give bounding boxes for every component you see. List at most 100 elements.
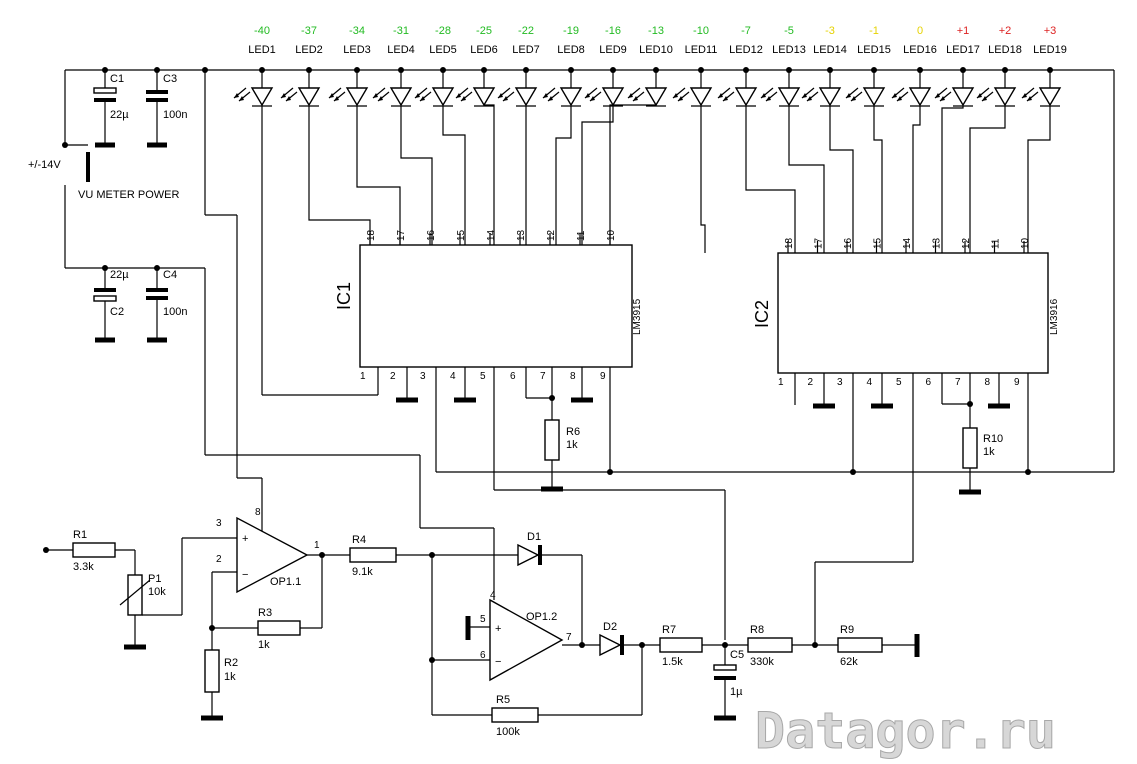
input-stage: R1 3.3k P1 10k + − 3 2 8 1 OP1.1 R3 1k R… bbox=[43, 507, 518, 721]
ic-pin-label: 7 bbox=[540, 371, 546, 382]
svg-text:C1: C1 bbox=[110, 73, 124, 85]
svg-text:7: 7 bbox=[566, 632, 572, 643]
led-name-label: LED9 bbox=[599, 44, 627, 56]
led-diode-icon bbox=[734, 87, 758, 107]
led-db-label: -13 bbox=[648, 25, 664, 37]
power-voltage-label: +/-14V bbox=[28, 159, 61, 171]
ic-pin-label: 15 bbox=[873, 237, 884, 249]
r6-name: R6 bbox=[566, 426, 580, 438]
ic-pin-label: 8 bbox=[570, 371, 576, 382]
resistor-r4 bbox=[349, 547, 397, 563]
led-name-label: LED12 bbox=[729, 44, 763, 56]
led-db-label: -5 bbox=[784, 25, 794, 37]
capacitor-c4: C4 100n bbox=[146, 265, 187, 343]
resistor-r7 bbox=[659, 637, 703, 653]
led-db-label: -25 bbox=[476, 25, 492, 37]
svg-text:−: − bbox=[242, 569, 248, 581]
led-name-label: LED6 bbox=[470, 44, 498, 56]
capacitor-c3: C3 100n bbox=[146, 67, 187, 148]
led-name-label: LED11 bbox=[685, 44, 718, 56]
svg-text:1k: 1k bbox=[258, 639, 270, 651]
led-diode-icon bbox=[514, 87, 538, 107]
ic-pin-label: 2 bbox=[808, 377, 814, 388]
led-db-label: -37 bbox=[301, 25, 317, 37]
led-name-label: LED14 bbox=[813, 44, 847, 56]
led-diode-icon bbox=[993, 87, 1017, 107]
led-diode-icon bbox=[297, 87, 321, 107]
svg-text:R4: R4 bbox=[352, 534, 366, 546]
ic-pin-label: 10 bbox=[606, 229, 617, 241]
svg-text:IC2: IC2 bbox=[752, 300, 772, 328]
opamp-op1-2 bbox=[489, 598, 564, 682]
led-db-label: -40 bbox=[254, 25, 270, 37]
led-name-label: LED10 bbox=[639, 44, 673, 56]
potentiometer-p1 bbox=[127, 574, 143, 616]
led-name-label: LED5 bbox=[429, 44, 457, 56]
svg-text:R8: R8 bbox=[750, 624, 764, 636]
led-diode-icon bbox=[908, 87, 932, 107]
ic-pin-label: 5 bbox=[896, 377, 902, 388]
svg-text:100k: 100k bbox=[496, 726, 520, 738]
ic-pin-label: 6 bbox=[926, 377, 932, 388]
svg-text:R9: R9 bbox=[840, 624, 854, 636]
resistor-r1 bbox=[72, 542, 116, 558]
led-name-label: LED15 bbox=[857, 44, 891, 56]
ic-pin-label: 14 bbox=[902, 237, 913, 249]
led-name-label: LED16 bbox=[903, 44, 937, 56]
ic-pin-label: 8 bbox=[985, 377, 991, 388]
capacitor-c2: 22µ C2 bbox=[93, 265, 129, 343]
ic-pin-label: 10 bbox=[1020, 237, 1031, 249]
svg-text:22µ: 22µ bbox=[110, 109, 129, 121]
svg-text:P1: P1 bbox=[148, 573, 161, 585]
led-diode-icon bbox=[862, 87, 886, 107]
led-db-label: 0 bbox=[917, 25, 923, 37]
svg-text:−: − bbox=[495, 656, 501, 668]
led-name-label: LED8 bbox=[557, 44, 585, 56]
led-diode-icon bbox=[389, 87, 413, 107]
svg-text:3: 3 bbox=[216, 518, 222, 529]
led-name-label: LED19 bbox=[1033, 44, 1067, 56]
led-diode-icon bbox=[601, 87, 625, 107]
svg-text:C5: C5 bbox=[730, 649, 744, 661]
svg-text:6: 6 bbox=[480, 650, 486, 661]
ic-pin-label: 11 bbox=[576, 230, 587, 241]
led-diode-icon bbox=[250, 87, 274, 107]
led-db-label: +3 bbox=[1044, 25, 1057, 37]
svg-text:62k: 62k bbox=[840, 656, 858, 668]
r10-name: R10 bbox=[983, 433, 1003, 445]
svg-text:R5: R5 bbox=[496, 694, 510, 706]
led-db-label: -10 bbox=[693, 25, 709, 37]
svg-text:IC1: IC1 bbox=[334, 282, 354, 310]
ic-pin-label: 3 bbox=[837, 377, 843, 388]
power-section: +/-14V VU METER POWER C1 22µ C3 100n bbox=[28, 67, 205, 343]
ic-pin-label: 5 bbox=[480, 371, 486, 382]
svg-text:100n: 100n bbox=[163, 109, 187, 121]
led-db-label: -31 bbox=[393, 25, 409, 37]
ic-pin-label: 15 bbox=[456, 229, 467, 241]
svg-text:330k: 330k bbox=[750, 656, 774, 668]
ic-pin-label: 11 bbox=[991, 238, 1002, 249]
led-diode-icon bbox=[345, 87, 369, 107]
resistor-r2 bbox=[204, 649, 220, 693]
svg-text:+: + bbox=[495, 623, 501, 635]
ic-pin-label: 18 bbox=[366, 229, 377, 241]
led-db-label: -3 bbox=[825, 25, 835, 37]
svg-text:1: 1 bbox=[314, 540, 320, 551]
led-diode-icon bbox=[818, 87, 842, 107]
led-db-label: +1 bbox=[957, 25, 970, 37]
ic-pin-label: 17 bbox=[814, 237, 825, 249]
led-name-label: LED2 bbox=[295, 44, 323, 56]
ic-pin-label: 4 bbox=[450, 371, 456, 382]
ic-pin-label: 13 bbox=[516, 229, 527, 241]
ic-pin-label: 16 bbox=[426, 229, 437, 241]
svg-text:100n: 100n bbox=[163, 306, 187, 318]
